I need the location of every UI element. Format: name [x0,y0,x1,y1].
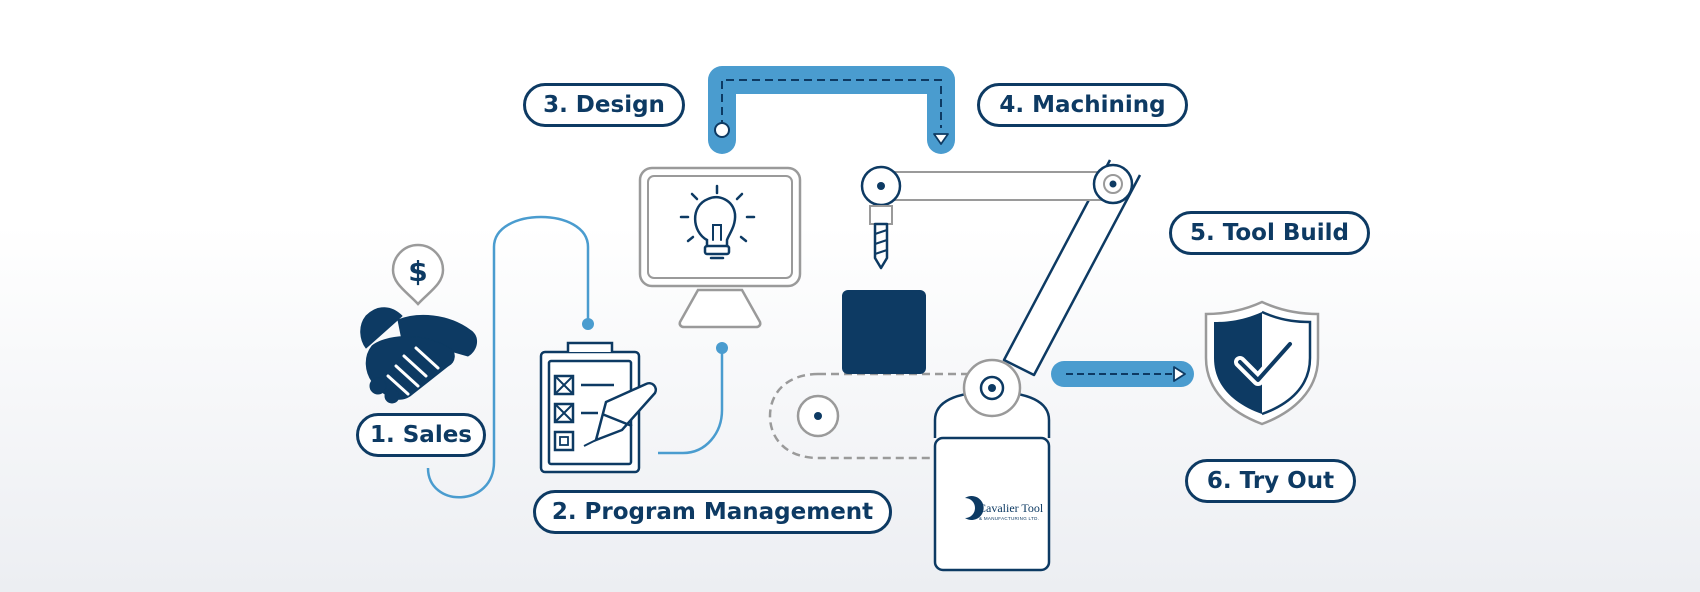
step-label-try-out: 6. Try Out [1185,459,1356,503]
step-label-program: 2. Program Management [533,490,892,534]
step-label-design: 3. Design [523,83,685,127]
step-label-machining: 4. Machining [977,83,1188,127]
logo-name: Cavalier Tool [978,501,1044,515]
logo-subtitle: & MANUFACTURING LTD. [979,516,1039,521]
cavalier-logo: Cavalier Tool & MANUFACTURING LTD. [965,496,1044,521]
step-label-tool-build: 5. Tool Build [1169,211,1370,255]
work-block [842,290,926,374]
monitor-lightbulb-icon [638,166,802,329]
handshake-icon [360,307,477,404]
dollar-symbol: $ [408,255,427,288]
step-label-sales: 1. Sales [356,413,486,457]
connector-dot-program [582,318,594,330]
connector-program-design [658,350,724,455]
design-machining-bracket [708,66,955,154]
dollar-pin-icon: $ [391,243,445,306]
connector-dot-design [716,342,728,354]
connector-sales-program [426,215,590,499]
shield-check-icon [1204,300,1320,426]
buildout-arrow [1051,361,1194,387]
robot-arm-icon [860,159,1142,572]
clipboard-checklist-icon [539,341,657,474]
